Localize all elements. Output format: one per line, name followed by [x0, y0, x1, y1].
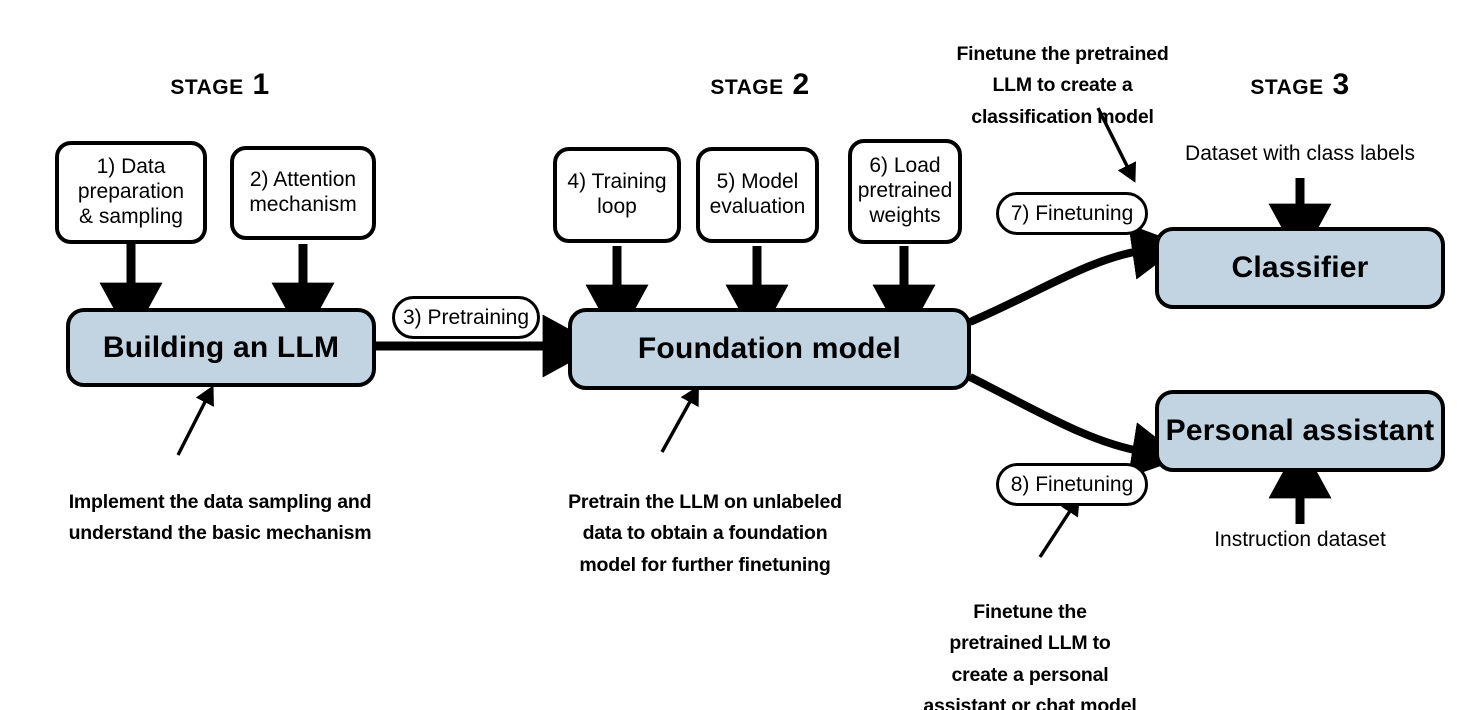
pointer-caption-stage2 — [660, 385, 699, 453]
node-classifier[interactable]: Classifier — [1155, 227, 1445, 309]
node-building-an-llm[interactable]: Building an LLM — [66, 308, 376, 387]
stage-3-header: Stage 3 — [1155, 68, 1445, 102]
stage-1-header-label: Stage 1 — [170, 68, 270, 101]
pill-finetuning-assistant[interactable]: 8) Finetuning — [996, 463, 1148, 506]
stage-3-header-label: Stage 3 — [1250, 68, 1350, 101]
pointer-caption-assistant — [1038, 496, 1080, 558]
node-foundation-model-label: Foundation model — [637, 332, 902, 365]
label-instruction-dataset-text: Instruction dataset — [1214, 528, 1386, 551]
pill-finetuning-classifier[interactable]: 7) Finetuning — [996, 192, 1148, 235]
arrow-foundation-to-classifier — [968, 224, 1183, 326]
stage-2-header-label: Stage 2 — [710, 68, 810, 101]
pill-pretraining-label: 3) Pretraining — [402, 305, 530, 329]
arrow-foundation-to-assistant — [968, 373, 1183, 478]
label-dataset-with-class-labels-text: Dataset with class labels — [1185, 142, 1415, 165]
stage-2-header: Stage 2 — [615, 68, 905, 102]
label-dataset-with-class-labels: Dataset with class labels — [1150, 142, 1450, 166]
node-building-an-llm-label: Building an LLM — [102, 330, 340, 364]
node-personal-assistant[interactable]: Personal assistant — [1155, 390, 1445, 472]
node-personal-assistant-label: Personal assistant — [1165, 414, 1435, 447]
pill-pretraining[interactable]: 3) Pretraining — [392, 296, 540, 339]
pointer-caption-stage1 — [176, 385, 214, 456]
pill-finetuning-assistant-label: 8) Finetuning — [1010, 472, 1134, 496]
label-instruction-dataset: Instruction dataset — [1150, 528, 1450, 552]
pill-finetuning-classifier-label: 7) Finetuning — [1010, 201, 1134, 225]
node-foundation-model[interactable]: Foundation model — [568, 308, 971, 390]
node-classifier-label: Classifier — [1231, 251, 1369, 284]
stage-1-header: Stage 1 — [75, 68, 365, 102]
